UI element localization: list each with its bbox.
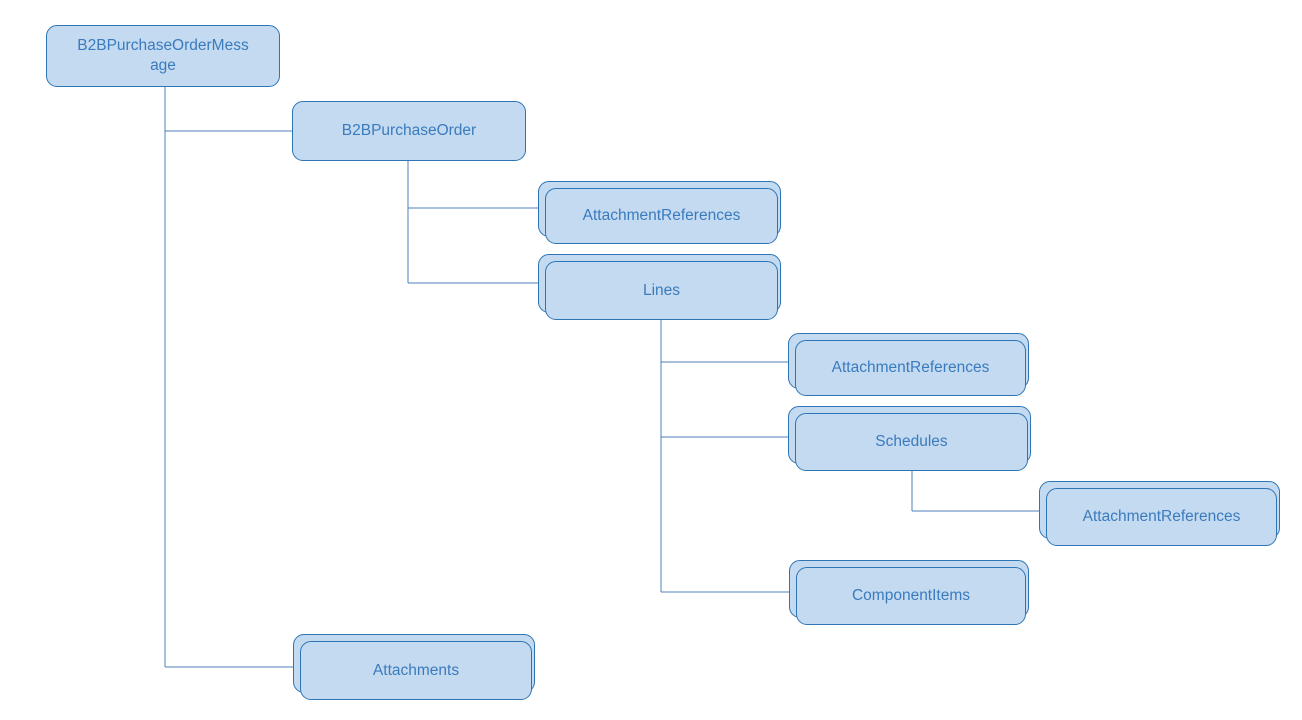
node-label: B2BPurchaseOrderMessage — [77, 37, 249, 74]
node-label: Schedules — [875, 433, 948, 450]
node-label: AttachmentReferences — [582, 207, 741, 224]
node-attachment-references-order: AttachmentReferences — [538, 181, 781, 244]
node-b2b-purchase-order: B2BPurchaseOrder — [292, 101, 526, 161]
node-schedules: Schedules — [788, 406, 1031, 471]
node-label: AttachmentReferences — [1082, 508, 1241, 525]
node-attachment-references-lines: AttachmentReferences — [788, 333, 1029, 396]
node-attachments: Attachments — [293, 634, 535, 700]
node-label: ComponentItems — [851, 587, 971, 604]
node-attachment-references-schedules: AttachmentReferences — [1039, 481, 1280, 546]
node-component-items: ComponentItems — [789, 560, 1029, 625]
node-label: B2BPurchaseOrder — [341, 122, 477, 139]
node-label: Lines — [642, 281, 681, 299]
node-b2b-purchase-order-message: B2BPurchaseOrderMessage — [46, 25, 280, 87]
node-label: AttachmentReferences — [831, 359, 990, 376]
node-lines: Lines — [538, 254, 781, 320]
node-label: Attachments — [372, 661, 460, 679]
